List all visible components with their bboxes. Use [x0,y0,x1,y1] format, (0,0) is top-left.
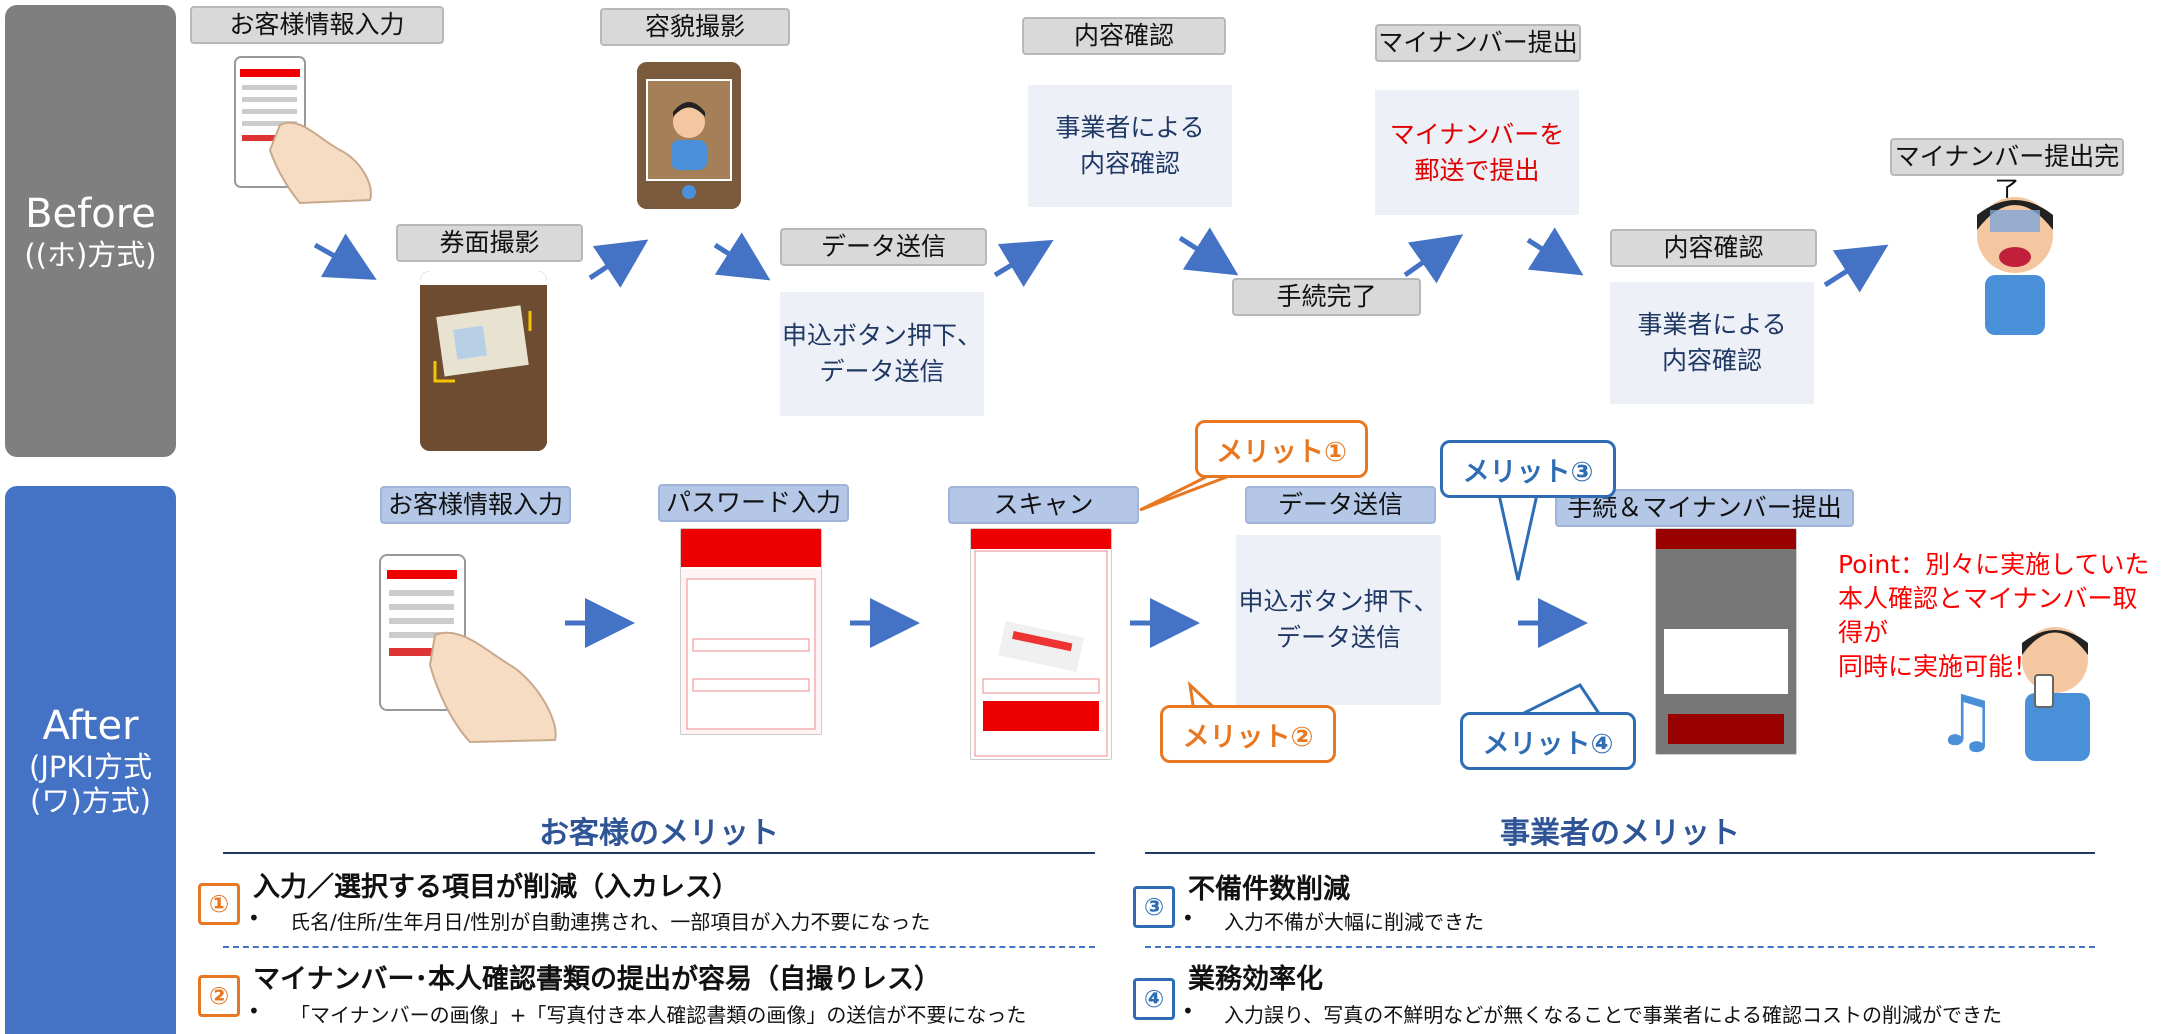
password-screen [680,528,822,735]
merit-bullet-mark-1: • [248,906,260,930]
merit-title-3: 不備件数削減 [1188,874,1350,905]
scan-screen [970,528,1112,760]
arrow-before-6 [1403,234,1464,284]
label-after-scan: スキャン [948,486,1139,524]
business-merit-title: 事業者のメリット [1500,816,1740,851]
phone-hand-illustration-before [234,56,372,205]
callout-merit-1: メリット① [1195,420,1368,478]
customer-merit-title: お客様のメリット [539,816,779,851]
callout-merit-2: メリット② [1160,705,1336,763]
label-before-customer-info: お客様情報入力 [190,6,444,44]
merit-title-4: 業務効率化 [1188,964,1323,995]
merit-bullet-mark-3: • [1182,906,1194,930]
label-before-mynumber-complete: マイナンバー提出完了 [1890,138,2124,205]
panel-apply-send-before: 申込ボタン押下、 データ送信 [780,292,984,416]
business-merit-divider [1145,946,2095,948]
label-before-mynumber-submit: マイナンバー提出 [1375,24,1581,62]
happy-person-illustration: ♫ [1935,627,2090,762]
label-before-card-photo: 券面撮影 [396,224,583,262]
after-subtitle-2: (ワ)方式) [30,784,151,818]
before-subtitle: ((ホ)方式) [24,238,157,272]
customer-merit-divider [223,946,1095,948]
before-title: Before [25,191,156,237]
merit-bullet-4: 入力誤り、写真の不鮮明などが無くなることで事業者による確認コストの削減ができた [1224,1003,2002,1027]
business-merit-rule [1145,852,2095,854]
panel-apply-send-after: 申込ボタン押下、 データ送信 [1236,535,1441,705]
merit-title-1: 入力／選択する項目が削減（入カレス） [253,872,739,903]
merit-number-3: ③ [1133,886,1175,928]
phone-hand-illustration-after [379,554,557,744]
merit-bullet-3: 入力不備が大幅に削減できた [1224,910,1484,934]
arrow-before-1 [313,233,377,280]
after-title: After [42,703,139,749]
after-subtitle-1: (JPKI方式 [29,750,152,784]
face-photo-screen [637,62,741,209]
worried-person-illustration [1977,197,2053,335]
point-note: Point：別々に実施していた 本人確認とマイナンバー取得が 同時に実施可能！ [1838,550,2150,681]
label-before-content-check: 内容確認 [1022,17,1226,55]
merit-bullet-1: 氏名/住所/生年月日/性別が自動連携され、一部項目が入力不要になった [290,910,931,934]
panel-mail-mynumber: マイナンバーを 郵送で提出 [1375,90,1579,215]
callout-merit-4: メリット④ [1460,712,1636,770]
callout-merit-3: メリット③ [1440,440,1616,498]
merit-title-2: マイナンバー･本人確認書類の提出が容易（自撮りレス） [253,964,941,995]
before-section-label: Before ((ホ)方式) [5,5,176,457]
arrow-before-3 [713,232,771,281]
merit-bullet-2: 「マイナンバーの画像」+「写真付き本人確認書類の画像」の送信が不要になった [290,1003,1027,1027]
arrow-before-5 [1178,227,1239,276]
label-after-data-send: データ送信 [1245,486,1436,524]
label-before-content-check-2: 内容確認 [1610,229,1817,267]
arrow-before-8 [1823,244,1889,293]
after-section-label: After (JPKI方式 (ワ)方式) [5,486,176,1034]
arrow-before-2 [588,239,649,288]
label-before-data-send: データ送信 [780,228,987,266]
panel-business-check-2: 事業者による 内容確認 [1610,282,1814,404]
merit-bullet-mark-4: • [1182,999,1194,1023]
merit-number-1: ① [198,883,240,925]
label-before-procedure-done: 手続完了 [1232,278,1421,316]
panel-business-check-1: 事業者による 内容確認 [1028,85,1232,207]
merit-number-2: ② [198,975,240,1017]
label-before-face-photo: 容貌撮影 [600,8,790,46]
arrow-before-4 [993,239,1054,288]
complete-screen [1655,528,1797,755]
merit-number-4: ④ [1133,978,1175,1020]
svg-text:♫: ♫ [1935,680,1998,762]
customer-merit-rule [223,852,1095,854]
label-after-customer-info: お客様情報入力 [380,486,571,524]
merit-bullet-mark-2: • [248,999,260,1023]
label-after-password: パスワード入力 [658,484,849,522]
arrow-before-7 [1526,227,1584,276]
card-photo-screen [420,271,547,451]
